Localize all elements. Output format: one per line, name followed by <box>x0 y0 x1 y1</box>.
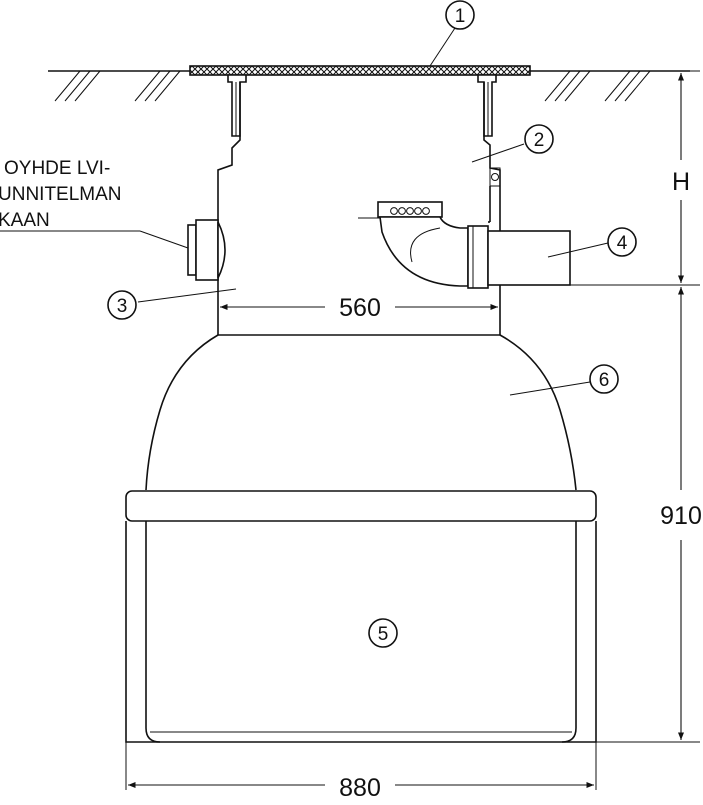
outlet-elbow <box>358 201 571 289</box>
svg-text:4: 4 <box>617 233 628 254</box>
svg-text:2: 2 <box>534 130 545 151</box>
dim-top-height: H <box>672 168 690 196</box>
svg-text:5: 5 <box>378 624 389 645</box>
callout-4: 4 <box>607 227 637 257</box>
dim-outer-width: 880 <box>339 774 381 800</box>
inlet-pipe-stub <box>187 219 226 281</box>
side-note-line-2: UNNITELMAN <box>0 184 122 205</box>
side-note: OYHDE LVI- UNNITELMAN KAAN <box>0 158 189 249</box>
svg-text:6: 6 <box>599 370 610 391</box>
dim-body-height: 910 <box>660 502 702 530</box>
callout-5: 5 <box>368 618 398 648</box>
lid <box>189 65 531 76</box>
callout-2: 2 <box>524 124 554 154</box>
tank-body <box>125 490 597 743</box>
svg-text:3: 3 <box>117 296 128 317</box>
callout-6: 6 <box>589 364 619 394</box>
svg-text:1: 1 <box>455 6 466 27</box>
callout-1: 1 <box>445 0 475 30</box>
dim-inner-width: 560 <box>339 294 381 322</box>
lid-frame <box>227 74 497 137</box>
riser-shaft <box>217 82 501 335</box>
dimension-lines <box>125 70 700 790</box>
tank-dome <box>145 334 577 491</box>
callout-leaders <box>137 27 609 396</box>
side-note-line-3: KAAN <box>0 210 50 231</box>
callout-3: 3 <box>107 290 137 320</box>
side-note-line-1: OYHDE LVI- <box>4 158 110 179</box>
